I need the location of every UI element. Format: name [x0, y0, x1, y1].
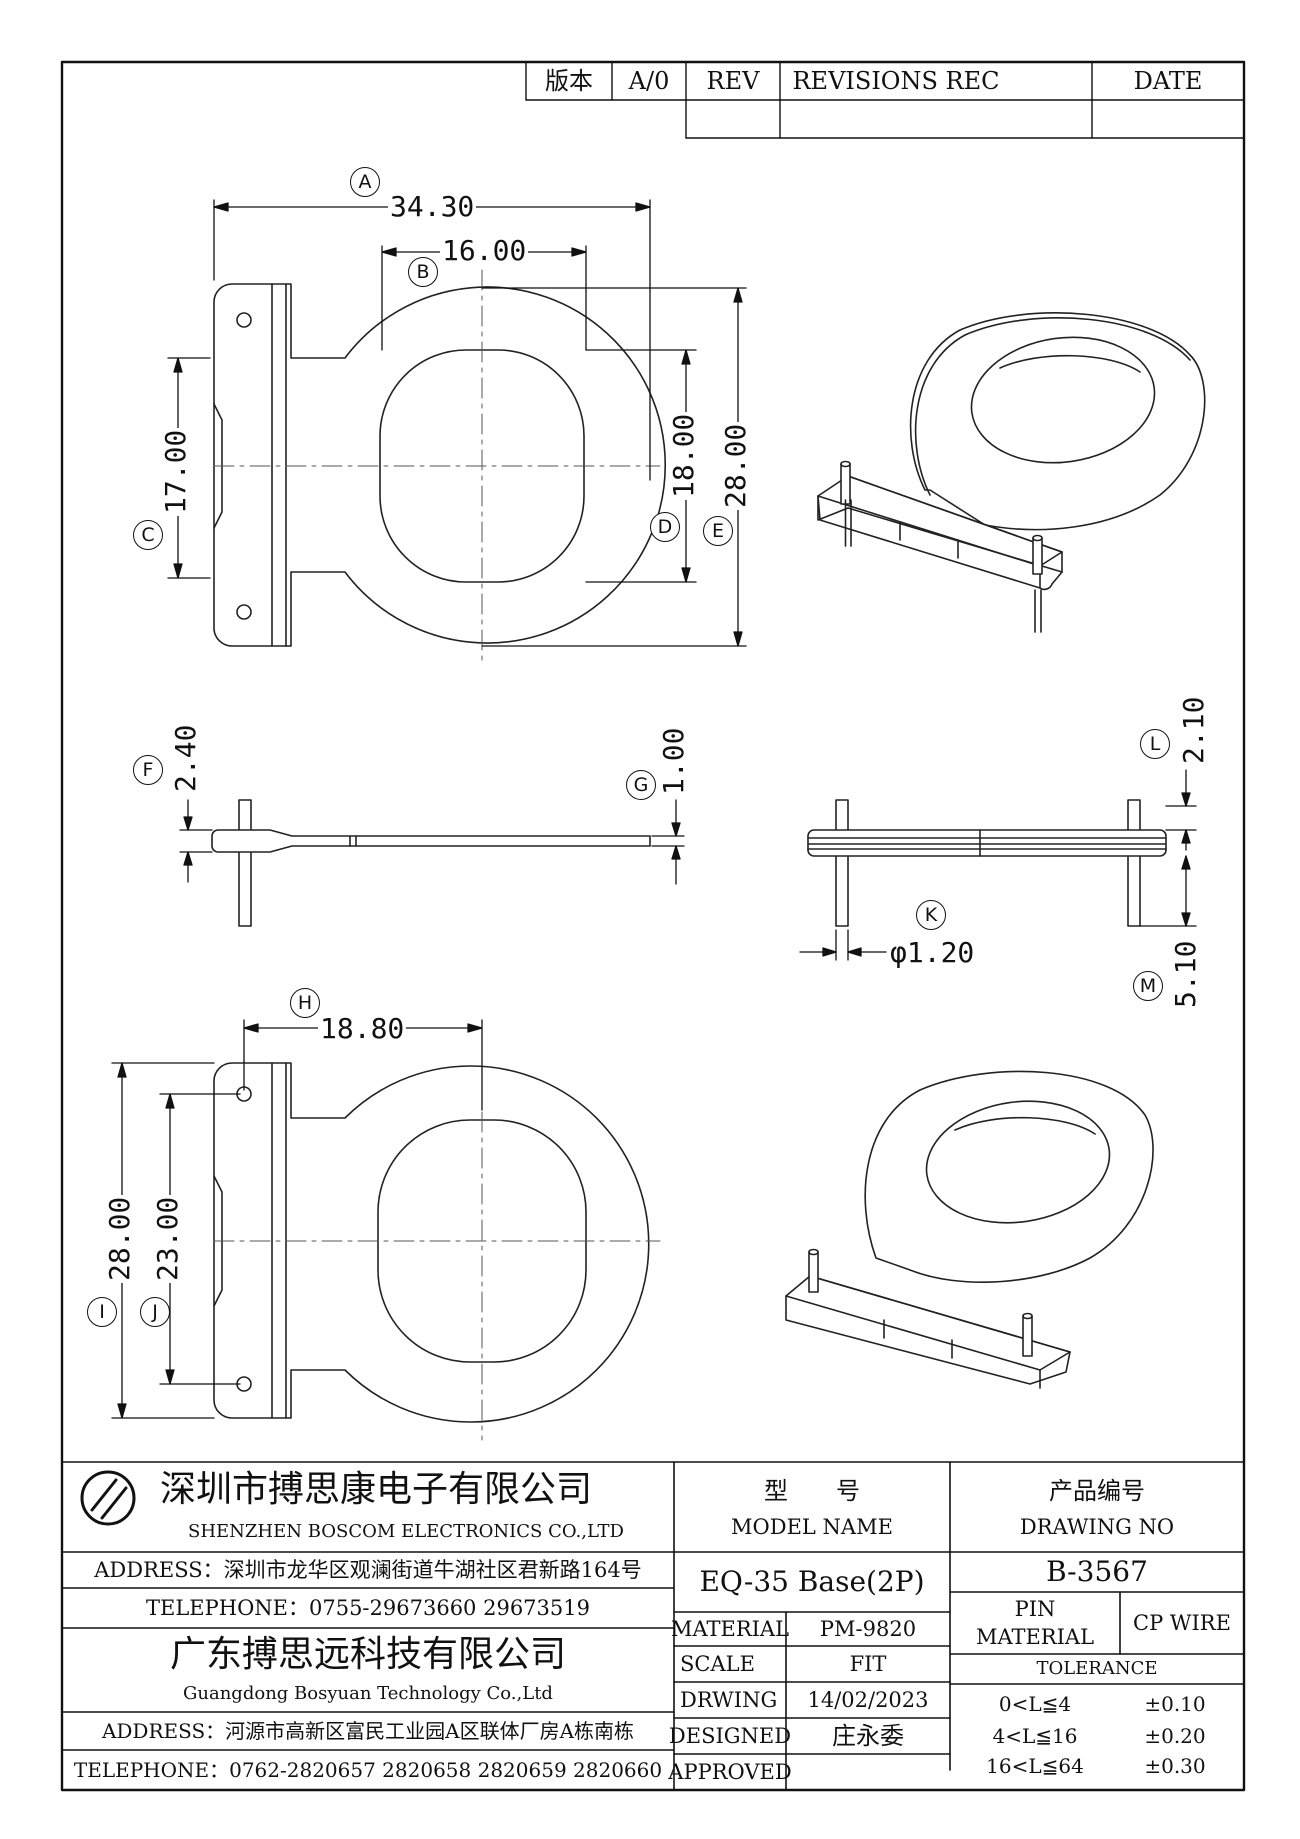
date-header: DATE — [1133, 67, 1203, 95]
tolerance-range-2: 4<L≦16 — [992, 1724, 1078, 1748]
company2-telephone: TELEPHONE：0762-2820657 2820658 2820659 2… — [73, 1758, 663, 1782]
dim-b-value: 16.00 — [440, 234, 529, 267]
callout-l: L — [1140, 729, 1170, 759]
callout-b: B — [408, 257, 438, 287]
dim-g-value: 1.00 — [657, 725, 690, 797]
dim-k-value: φ1.20 — [888, 936, 977, 969]
callout-f: F — [133, 755, 163, 785]
center-window — [925, 1100, 1111, 1224]
isometric-view-lower — [785, 1070, 1154, 1389]
material-label: MATERIAL — [670, 1616, 790, 1641]
dim-l-value: 2.10 — [1177, 694, 1210, 766]
company1-english-name: SHENZHEN BOSCOM ELECTRONICS CO.,LTD — [188, 1521, 624, 1542]
rev-header: REV — [706, 67, 760, 95]
company2-address: ADDRESS：河源市高新区富民工业园A区联体厂房A栋南栋 — [101, 1719, 635, 1743]
revision-table-lines — [525, 61, 1245, 139]
top-view-upper — [213, 269, 667, 661]
company2-english-name: Guangdong Bosyuan Technology Co.,Ltd — [183, 1683, 553, 1704]
sheet-border — [60, 60, 1246, 1792]
dim-e-value: 28.00 — [719, 421, 752, 510]
callout-j: J — [140, 1297, 170, 1327]
pin-material-value: CP WIRE — [1133, 1610, 1231, 1635]
drawing-date-value: 14/02/2023 — [807, 1687, 929, 1712]
dimension-lines — [111, 199, 1197, 1419]
company1-chinese-name: 深圳市搏思康电子有限公司 — [160, 1469, 593, 1510]
tolerance-value-2: ±0.20 — [1144, 1724, 1206, 1748]
approved-value — [786, 1754, 950, 1790]
drawing-date-label: DRWING — [680, 1687, 778, 1712]
dim-c-value: 17.00 — [159, 427, 192, 516]
company2-chinese-name: 广东搏思远科技有限公司 — [169, 1634, 566, 1675]
drawing-no-label-cn: 产品编号 — [1049, 1477, 1145, 1505]
scale-label: SCALE — [680, 1651, 755, 1676]
version-value: A/0 — [628, 67, 670, 95]
designed-label: DESIGNED — [668, 1723, 792, 1748]
callout-g: G — [626, 770, 656, 800]
tolerance-value-1: ±0.10 — [1144, 1692, 1206, 1716]
tolerance-range-1: 0<L≦4 — [998, 1692, 1072, 1716]
center-window — [970, 336, 1156, 464]
callout-h: H — [290, 988, 320, 1018]
approved-label: APPROVED — [668, 1759, 792, 1784]
dim-f-value: 2.40 — [169, 722, 202, 794]
company1-telephone: TELEPHONE：0755-29673660 29673519 — [146, 1595, 590, 1620]
callout-e: E — [703, 516, 733, 546]
company1-address: ADDRESS：深圳市龙华区观澜街道牛湖社区君新路164号 — [94, 1557, 642, 1582]
dim-d-value: 18.00 — [667, 411, 700, 500]
top-view-lower — [213, 1039, 661, 1441]
dim-a-value: 34.30 — [388, 190, 477, 223]
callout-c: C — [133, 520, 163, 550]
title-block-lines — [61, 1461, 1245, 1791]
drawing-no-label-en: DRAWING NO — [1019, 1514, 1175, 1539]
callout-d: D — [650, 512, 680, 542]
callout-a: A — [350, 167, 380, 197]
tolerance-range-3: 16<L≦64 — [986, 1754, 1084, 1778]
material-value: PM-9820 — [819, 1616, 917, 1641]
drawing-no-value: B-3567 — [1046, 1555, 1148, 1588]
callout-i: I — [87, 1297, 117, 1327]
scale-value: FIT — [849, 1651, 887, 1676]
version-label: 版本 — [545, 67, 593, 95]
isometric-view-upper — [817, 312, 1206, 633]
revisions-header: REVISIONS REC — [792, 67, 1000, 95]
tolerance-header: TOLERANCE — [1036, 1658, 1158, 1679]
pin-hole — [236, 604, 252, 620]
model-name-value: EQ-35 Base(2P) — [699, 1565, 925, 1598]
model-label-cn: 型 号 — [764, 1477, 860, 1505]
pin-material-label-line2: MATERIAL — [975, 1624, 1095, 1649]
dim-i-value: 28.00 — [103, 1194, 136, 1283]
tolerance-value-3: ±0.30 — [1144, 1754, 1206, 1778]
dim-h-value: 18.80 — [318, 1012, 407, 1045]
side-view-left — [211, 799, 651, 927]
model-label-en: MODEL NAME — [731, 1514, 893, 1539]
side-view-right — [807, 799, 1167, 927]
pin-material-label-line1: PIN — [1014, 1596, 1056, 1621]
company-logo — [80, 1470, 136, 1526]
dim-j-value: 23.00 — [151, 1194, 184, 1283]
callout-m: M — [1133, 971, 1163, 1001]
dim-m-value: 5.10 — [1169, 938, 1202, 1010]
designed-value: 庄永委 — [832, 1722, 904, 1750]
callout-k: K — [916, 900, 946, 930]
pin-hole — [236, 312, 252, 328]
